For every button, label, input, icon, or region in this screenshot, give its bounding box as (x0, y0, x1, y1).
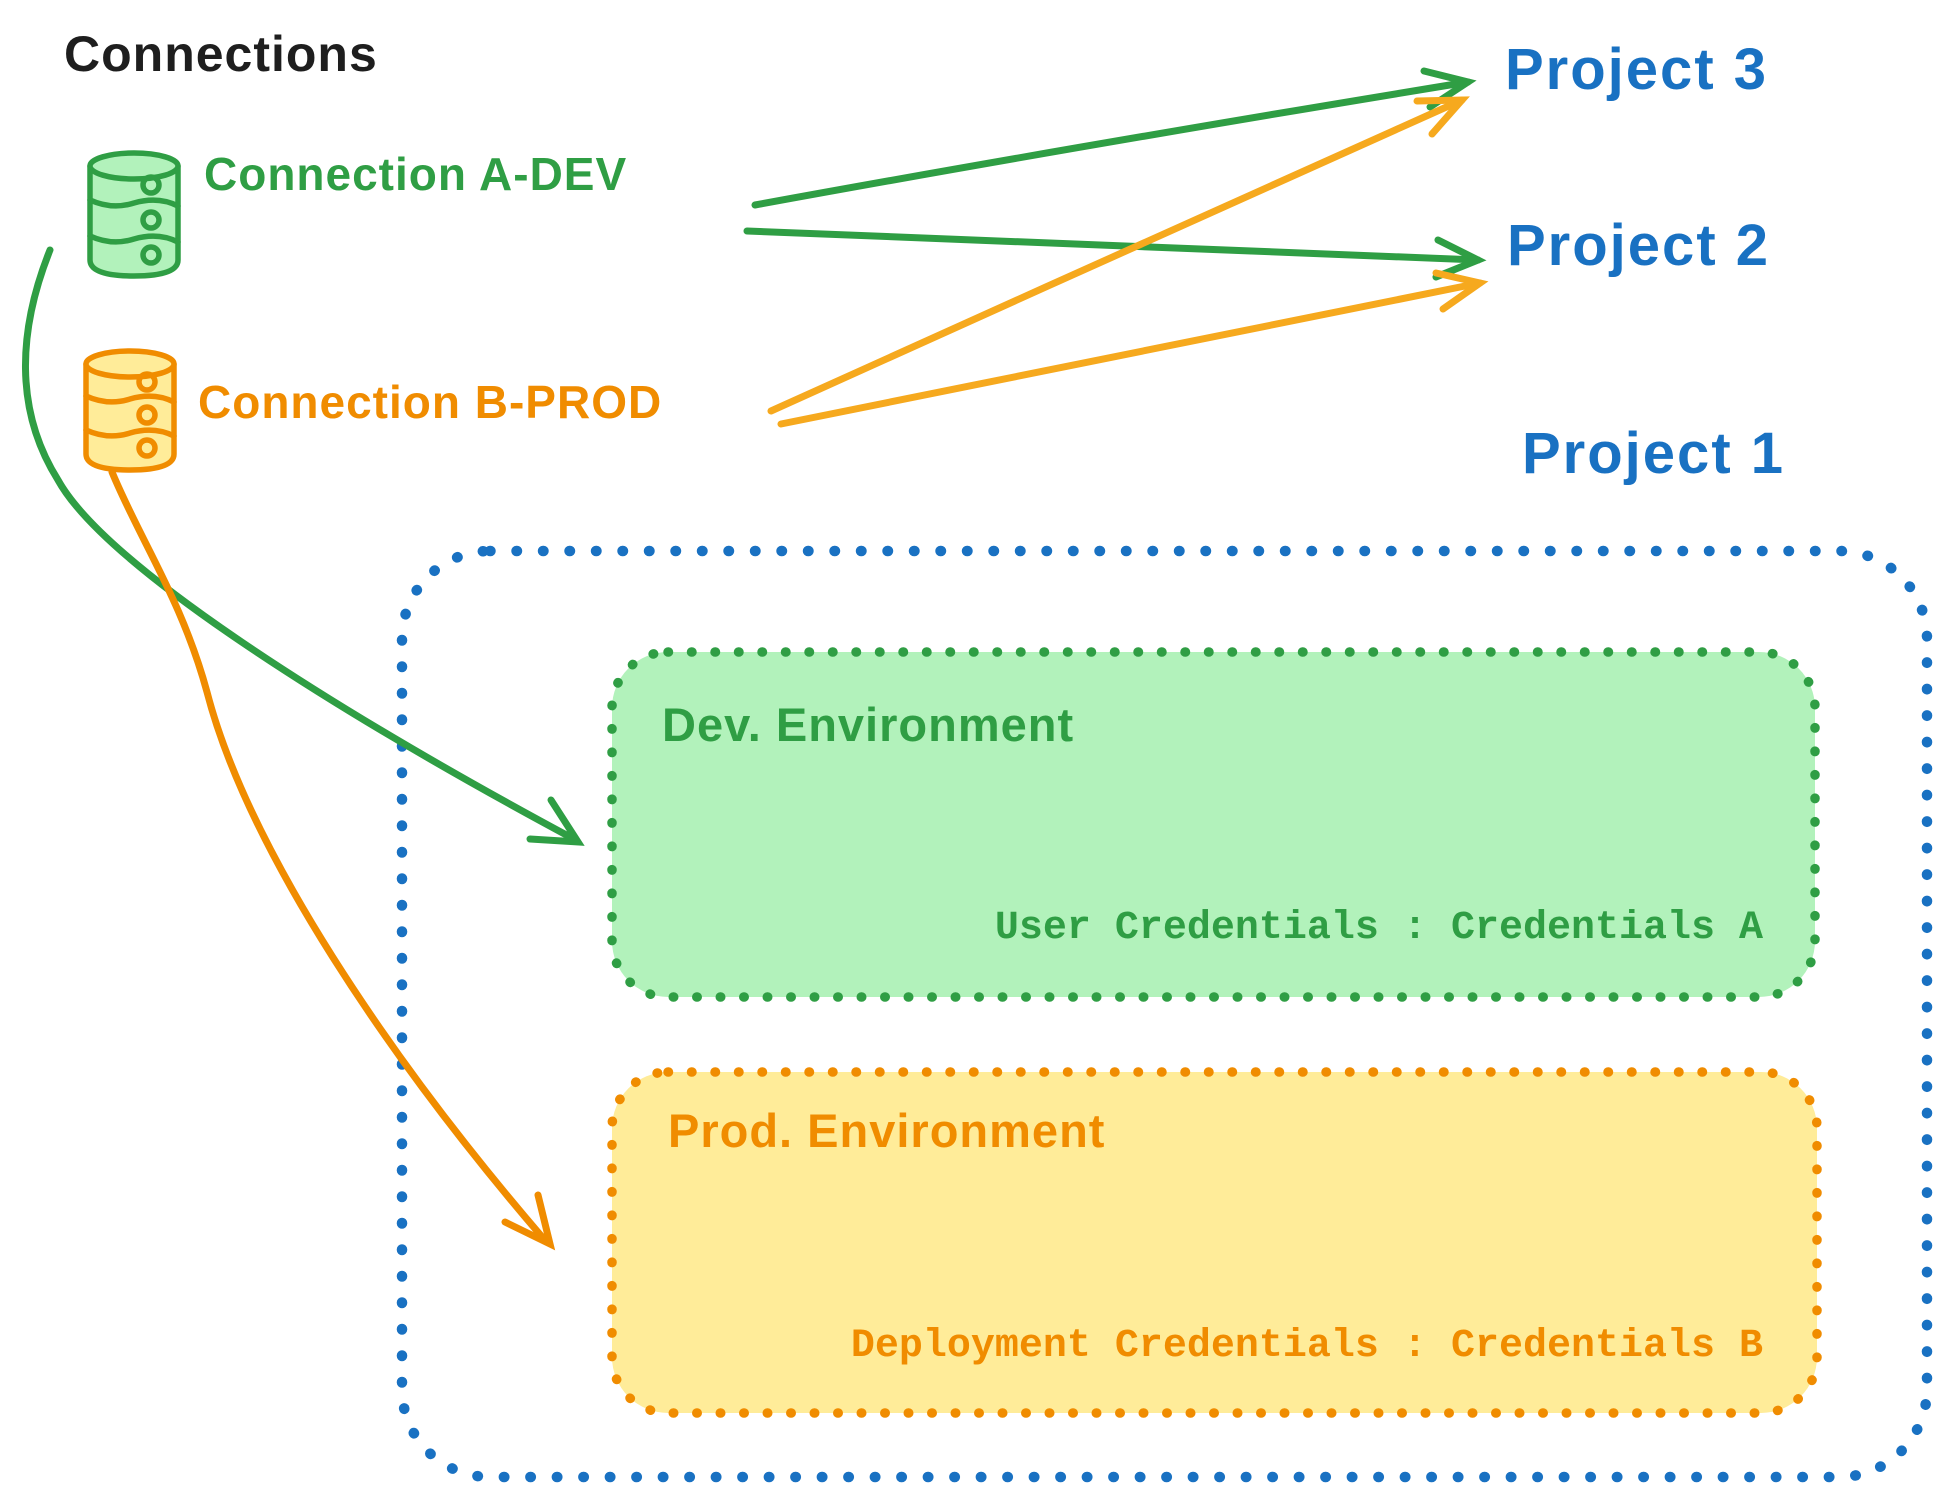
project-3-label: Project 3 (1505, 37, 1768, 102)
connection-a-dev-label: Connection A-DEV (204, 148, 628, 200)
dev-environment-title: Dev. Environment (662, 698, 1075, 751)
arrow-b-prod-to-prod-environment (108, 468, 556, 1251)
prod-environment-title: Prod. Environment (668, 1104, 1106, 1157)
arrow-a-dev-to-project-3 (751, 67, 1477, 209)
arrow-a-dev-to-project-2 (743, 227, 1487, 281)
connection-b-prod-label: Connection B-PROD (198, 376, 663, 428)
project-1-container (396, 545, 1933, 1483)
prod-credentials-text: Deployment Credentials : Credentials B (850, 1324, 1763, 1369)
dev-environment-box (607, 647, 1820, 1002)
database-icon-dev (87, 150, 181, 279)
arrow-b-prod-to-project-2 (777, 269, 1489, 428)
database-icon-prod (83, 348, 177, 473)
arrow-b-prod-to-project-3 (767, 96, 1470, 415)
project-1-label: Project 1 (1522, 421, 1785, 486)
arrow-a-dev-to-dev-environment (22, 246, 585, 846)
project-2-label: Project 2 (1507, 213, 1770, 278)
prod-environment-box (607, 1067, 1822, 1418)
dev-credentials-text: User Credentials : Credentials A (994, 906, 1763, 951)
connections-title: Connections (64, 26, 378, 82)
